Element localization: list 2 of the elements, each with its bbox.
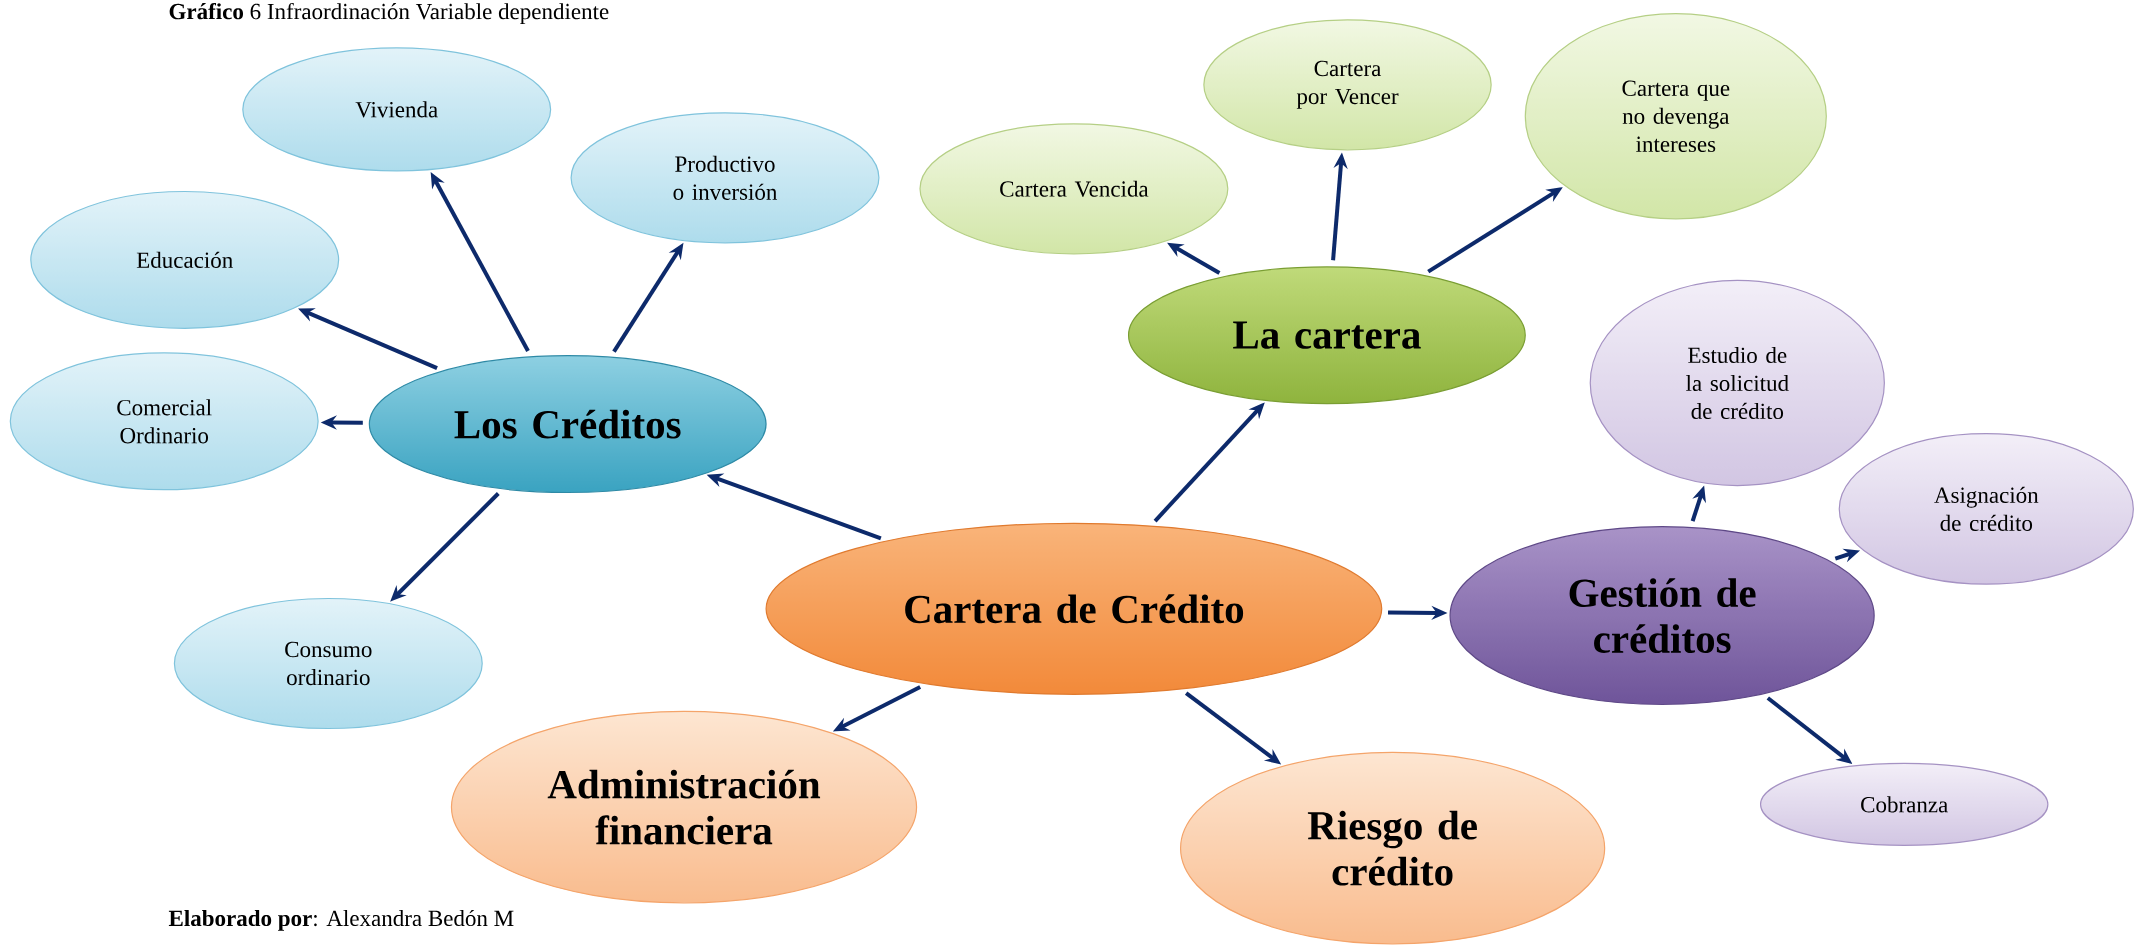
figure-title: Gráfico 6 Infraordinación Variable dependiente	[169, 2, 609, 24]
credit-line: Elaborado por: Alexandra Bedón M	[168, 909, 514, 931]
